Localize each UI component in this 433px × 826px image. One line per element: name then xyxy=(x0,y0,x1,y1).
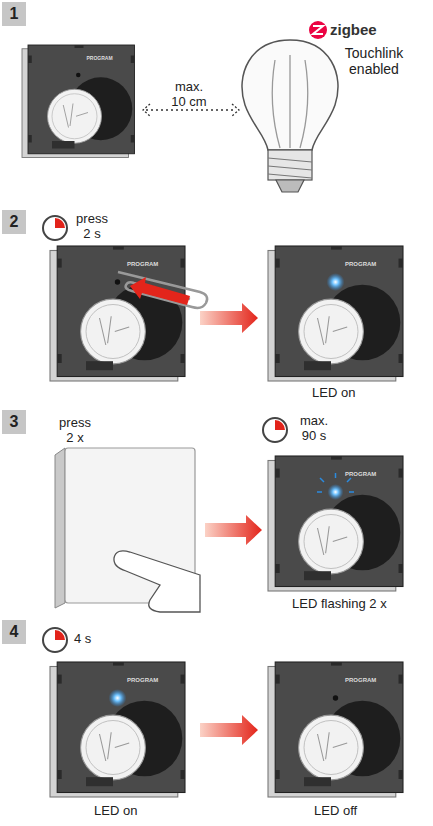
device-marking: PROGRAM xyxy=(127,677,158,684)
timing-label: max. 90 s xyxy=(291,414,337,444)
step-number: 2 xyxy=(10,214,19,230)
distance-label: max. 10 cm xyxy=(166,80,212,110)
timing-label: 4 s xyxy=(74,632,91,647)
step-number-box: 2 xyxy=(2,210,26,234)
step-number-box: 4 xyxy=(2,620,26,644)
note-label: Touchlink enabled xyxy=(336,45,412,77)
status-label: LED flashing 2 x xyxy=(290,597,389,612)
step-number: 4 xyxy=(10,624,19,640)
device-marking: PROGRAM xyxy=(127,261,158,268)
status-label: LED off xyxy=(312,804,359,819)
status-label: LED on xyxy=(92,804,139,819)
action-label: press 2 x xyxy=(55,416,95,446)
timing-label: press 2 s xyxy=(72,212,112,242)
step-number-box: 1 xyxy=(2,2,26,26)
step-number-box: 3 xyxy=(2,410,26,434)
step-number: 1 xyxy=(10,6,19,22)
logo-text: zigbee xyxy=(330,21,377,38)
step-number: 3 xyxy=(10,414,19,430)
device-marking: PROGRAM xyxy=(345,677,376,684)
device-marking: PROGRAM xyxy=(345,261,376,268)
device-marking: PROGRAM xyxy=(345,471,376,478)
device-marking: PROGRAM xyxy=(87,56,113,62)
status-label: LED on xyxy=(310,386,357,401)
